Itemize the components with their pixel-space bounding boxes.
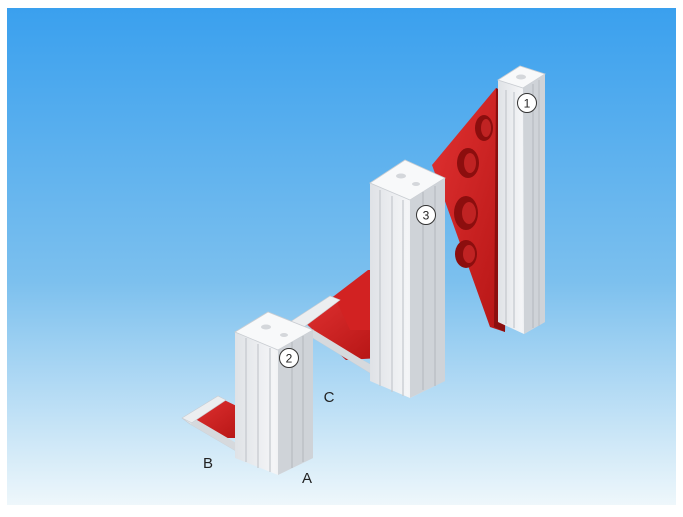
callout-3: 3 xyxy=(416,205,436,225)
callout-2-label: 2 xyxy=(286,352,293,366)
label-b: B xyxy=(203,455,213,472)
callout-2: 2 xyxy=(279,348,299,368)
background-panel xyxy=(7,8,676,505)
label-a: A xyxy=(302,470,312,487)
callout-1-label: 1 xyxy=(524,97,531,111)
assembly-large xyxy=(432,65,546,334)
assembly-middle xyxy=(289,159,446,398)
callout-1: 1 xyxy=(517,93,537,113)
callout-3-label: 3 xyxy=(423,209,430,223)
label-c: C xyxy=(324,389,335,406)
